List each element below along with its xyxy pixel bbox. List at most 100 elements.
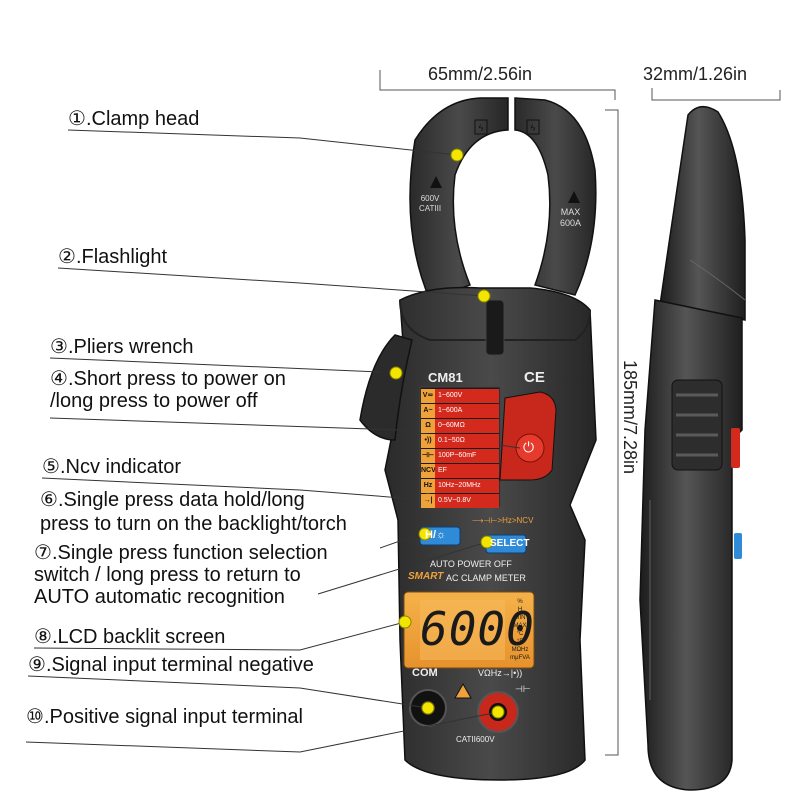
marker-negative-terminal: [421, 701, 435, 715]
callout-text: AUTO automatic recognition: [34, 586, 285, 608]
svg-text:ϟ: ϟ: [479, 123, 484, 133]
callout-text: /long press to power off: [50, 390, 258, 412]
side-view-meter: [639, 106, 746, 791]
marker-positive-terminal: [491, 705, 505, 719]
auto-power-off-label: AUTO POWER OFF: [430, 559, 512, 569]
lcd-unit: mμFVA: [510, 655, 530, 661]
com-terminal-label: COM: [412, 667, 438, 679]
range-symbol: A~: [421, 404, 435, 418]
category-rating-label: CATII600V: [456, 735, 495, 744]
range-symbol: →|: [421, 494, 435, 508]
leader-line-lcd-screen: [33, 621, 406, 651]
range-value: 10Hz~20MHz: [435, 479, 499, 493]
brand-smart-label: SMART: [408, 571, 444, 582]
range-value: 0~60MΩ: [435, 419, 499, 433]
range-value: 1~600A: [435, 404, 499, 418]
marker-hold-backlight: [418, 527, 432, 541]
height-dimension-label: 185mm/7.28in: [620, 360, 640, 475]
callout-text: .Ncv indicator: [59, 456, 182, 478]
leader-line-positive-terminal: [25, 711, 499, 753]
callout-number: ③: [50, 336, 68, 358]
width-dimension-label: 65mm/2.56in: [428, 64, 533, 84]
leader-line-ncv-indicator: [41, 477, 429, 501]
lcd-unit: MIN: [514, 615, 526, 621]
range-value: EF: [435, 464, 499, 478]
range-value: 1~600V: [435, 389, 499, 403]
callout-number: ⑧: [34, 626, 52, 648]
callout-number: ⑩: [26, 706, 44, 728]
dimension-lines: [379, 70, 781, 756]
model-label: CM81: [428, 370, 463, 385]
callout-markers: [389, 148, 505, 719]
lcd-unit: °C: [516, 631, 524, 637]
callout-power-button: ④.Short press to power on /long press to…: [50, 368, 286, 412]
power-icon[interactable]: ⏻: [523, 439, 535, 455]
lcd-unit: °F: [516, 639, 524, 645]
callout-number: ④: [50, 368, 68, 390]
callout-text: .Short press to power on: [67, 368, 286, 390]
marker-function-select: [480, 535, 494, 549]
marker-lcd-screen: [398, 615, 412, 629]
lcd-unit: %: [517, 599, 523, 605]
callout-text: .Flashlight: [75, 246, 168, 268]
marker-flashlight: [477, 289, 491, 303]
leader-line-flashlight: [57, 267, 485, 297]
callout-ncv-indicator: ⑤.Ncv indicator: [42, 454, 181, 479]
callout-text: .Positive signal input terminal: [43, 706, 303, 728]
callout-negative-terminal: ⑨.Signal input terminal negative: [28, 652, 314, 677]
callout-hold-backlight: ⑥.Single press data hold/long press to t…: [40, 488, 347, 536]
svg-text:ϟ: ϟ: [531, 123, 536, 133]
callout-pliers-wrench: ③.Pliers wrench: [50, 334, 194, 359]
leader-line-negative-terminal: [27, 675, 429, 709]
callout-text: .Signal input terminal negative: [45, 654, 314, 676]
leader-line-function-select: [317, 541, 488, 595]
range-symbol: NCV: [421, 464, 435, 478]
callout-number: ⑨: [28, 654, 46, 676]
range-symbol: •)): [421, 434, 435, 448]
callout-text: switch / long press to return to: [34, 564, 301, 586]
select-button[interactable]: SELECT: [490, 538, 530, 549]
jaw-left-warning: 600V CATIII: [419, 194, 442, 213]
range-row: ⊣⊢100P~60mF: [421, 449, 499, 463]
range-value: 0.5V~0.8V: [435, 494, 499, 508]
function-sequence-label: ⟶⊣⊢>Hz>NCV: [472, 516, 534, 525]
callout-lcd-screen: ⑧.LCD backlit screen: [34, 624, 225, 649]
marker-pliers-wrench: [389, 366, 403, 380]
hold-backlight-button[interactable]: H/☼: [425, 529, 447, 541]
jaw-right-warning: MAX 600A: [560, 207, 582, 228]
callout-number: ⑦: [34, 542, 52, 564]
callout-clamp-head: ①.Clamp head: [68, 106, 199, 131]
range-row: V≂1~600V: [421, 389, 499, 403]
callout-flashlight: ②.Flashlight: [58, 244, 167, 269]
range-value: 0.1~50Ω: [435, 434, 499, 448]
callout-number: ②: [58, 246, 76, 268]
range-symbol: ⊣⊢: [421, 449, 435, 463]
depth-dimension-label: 32mm/1.26in: [643, 64, 748, 84]
range-row: A~1~600A: [421, 404, 499, 418]
leader-line-hold-backlight: [379, 533, 421, 549]
range-row: →|0.5V~0.8V: [421, 494, 499, 508]
range-value: 100P~60mF: [435, 449, 499, 463]
callout-text: .Clamp head: [85, 108, 200, 130]
lcd-unit: H: [517, 607, 523, 613]
callout-positive-terminal: ⑩.Positive signal input terminal: [26, 704, 303, 729]
marker-clamp-head: [450, 148, 464, 162]
callout-number: ①: [68, 108, 86, 130]
callout-text: press to turn on the backlight/torch: [40, 513, 347, 535]
leader-line-clamp-head: [67, 129, 458, 156]
lcd-unit: MAX: [513, 623, 527, 629]
callout-text: .Single press data hold/long: [57, 489, 305, 511]
lcd-unit: MΩHz: [511, 647, 529, 653]
callout-number: ⑤: [42, 456, 60, 478]
lcd-unit-indicators: % H MIN MAX °C °F MΩHz mμFVA: [509, 598, 531, 662]
range-row: •))0.1~50Ω: [421, 434, 499, 448]
range-symbol: Ω: [421, 419, 435, 433]
callout-text: .LCD backlit screen: [51, 626, 226, 648]
callout-function-select: ⑦.Single press function selection switch…: [34, 542, 328, 608]
brand-title-label: AC CLAMP METER: [446, 573, 526, 583]
